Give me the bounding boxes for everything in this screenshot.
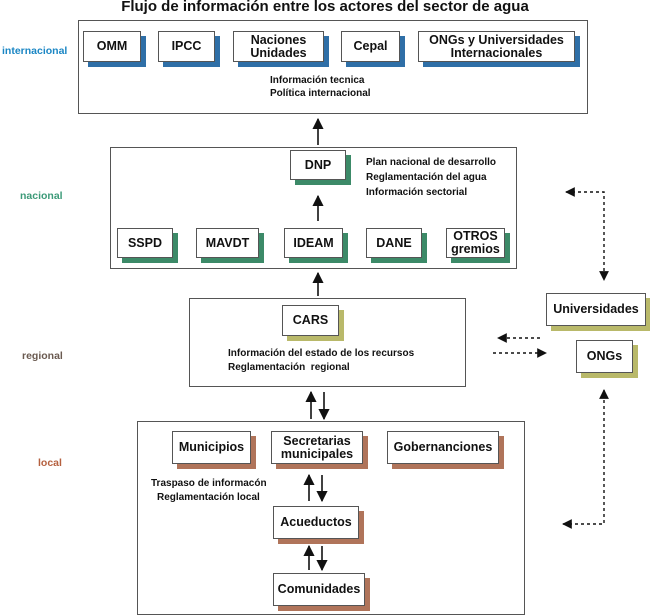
note-politica-internacional: Política internacional bbox=[270, 88, 371, 99]
dotted-nacional-universidades bbox=[565, 187, 609, 281]
actor-otros-gremios: OTROS gremios bbox=[446, 228, 505, 258]
actor-secretarias-municipales: Secretarias municipales bbox=[271, 431, 363, 464]
actor-comunidades: Comunidades bbox=[273, 573, 365, 606]
actor-municipios: Municipios bbox=[172, 431, 251, 464]
level-label-regional: regional bbox=[22, 350, 63, 362]
note-informacion-tecnica: Información tecnica bbox=[270, 75, 365, 86]
actor-ideam: IDEAM bbox=[284, 228, 343, 258]
note-reglamentacion-agua: Reglamentación del agua bbox=[366, 172, 487, 183]
level-label-local: local bbox=[38, 457, 62, 469]
diagram-title: Flujo de información entre los actores d… bbox=[121, 0, 529, 15]
note-reglamentacion-regional: Reglamentación regional bbox=[228, 362, 350, 373]
level-label-nacional: nacional bbox=[20, 190, 63, 202]
actor-ongs: ONGs bbox=[576, 340, 633, 373]
note-estado-recursos: Información del estado de los recursos bbox=[228, 348, 415, 359]
actor-acueductos: Acueductos bbox=[273, 506, 359, 539]
actor-gobernanciones: Gobernanciones bbox=[387, 431, 499, 464]
actor-mavdt: MAVDT bbox=[196, 228, 259, 258]
actor-dnp: DNP bbox=[290, 150, 346, 180]
note-traspaso-informacion: Traspaso de informacón bbox=[151, 478, 267, 489]
level-label-internacional: internacional bbox=[2, 45, 68, 57]
note-informacion-sectorial: Información sectorial bbox=[366, 187, 468, 198]
actor-dane: DANE bbox=[366, 228, 422, 258]
actor-universidades: Universidades bbox=[546, 293, 646, 326]
actor-naciones-unidades: Naciones Unidades bbox=[233, 31, 324, 62]
note-plan-nacional: Plan nacional de desarrollo bbox=[366, 157, 497, 168]
dotted-local-ongs bbox=[562, 389, 609, 529]
actor-cars: CARS bbox=[282, 305, 339, 336]
actor-ongs-universidades-internacionales: ONGs y Universidades Internacionales bbox=[418, 31, 575, 62]
actor-sspd: SSPD bbox=[117, 228, 173, 258]
actor-ipcc: IPCC bbox=[158, 31, 215, 62]
note-reglamentacion-local: Reglamentación local bbox=[157, 492, 260, 503]
actor-omm: OMM bbox=[83, 31, 141, 62]
actor-cepal: Cepal bbox=[341, 31, 400, 62]
